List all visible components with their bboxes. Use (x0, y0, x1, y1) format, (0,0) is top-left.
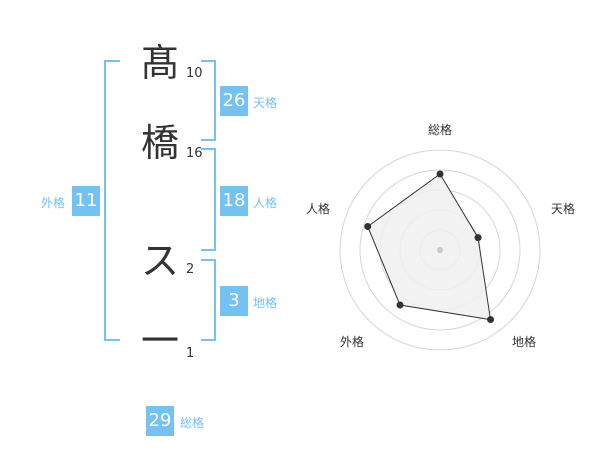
gaikaku-label: 外格 (41, 196, 66, 210)
chikaku-value: 3 (220, 286, 248, 316)
radar-axis-label-tenkaku: 天格 (551, 201, 575, 216)
name-char-4: 一 (140, 319, 179, 363)
radar-point-2 (474, 234, 482, 242)
radar-axis-label-gaikaku: 外格 (340, 334, 364, 349)
radar-grid-ring (359, 169, 521, 331)
stroke-count-1: 10 (186, 66, 203, 81)
tenkaku-bracket (201, 60, 216, 141)
stroke-count-2: 16 (186, 146, 203, 161)
radar-axis-label-chikaku: 地格 (512, 334, 536, 349)
soukaku-value: 29 (146, 406, 174, 436)
radar-point-4 (396, 301, 404, 309)
radar-point-1 (436, 170, 444, 178)
jinkaku-bracket (201, 148, 216, 251)
chikaku-bracket (201, 259, 216, 341)
gaikaku-bracket (104, 60, 120, 341)
radar-center-point (437, 247, 443, 253)
stroke-count-3: 2 (186, 262, 195, 277)
jinkaku-value: 18 (220, 186, 248, 216)
jinkaku-label: 人格 (253, 196, 278, 210)
chikaku-label: 地格 (253, 296, 278, 310)
radar-point-5 (364, 223, 372, 231)
soukaku-label: 総格 (180, 416, 205, 430)
radar-data-polygon (367, 173, 492, 321)
name-char-1: 髙 (140, 41, 179, 85)
radar-grid-ring (339, 149, 541, 351)
gaikaku-value: 11 (72, 186, 100, 216)
tenkaku-label: 天格 (253, 96, 278, 110)
stroke-count-4: 1 (186, 346, 195, 361)
radar-point-3 (487, 316, 495, 324)
radar-axis-label-soukaku: 総格 (428, 122, 452, 137)
name-char-2: 橋 (140, 121, 179, 165)
name-char-3: ス (140, 239, 179, 283)
tenkaku-value: 26 (220, 86, 248, 116)
radar-axis-label-jinkaku: 人格 (306, 201, 330, 216)
